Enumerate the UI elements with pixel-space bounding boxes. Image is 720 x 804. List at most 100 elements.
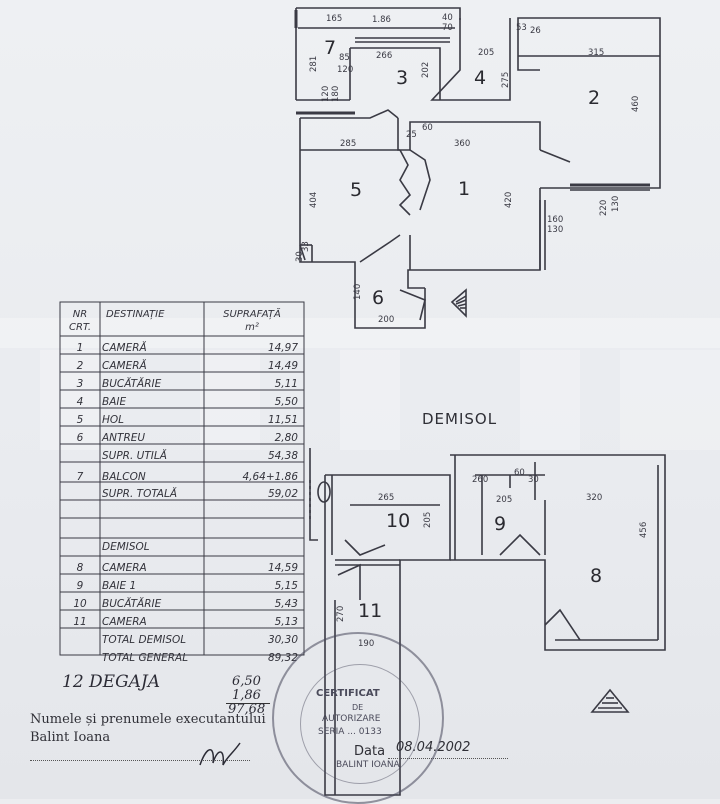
dimension-label: 205 — [496, 495, 512, 505]
row-destinatie: BUCĂTĂRIE — [102, 378, 162, 390]
dimension-label: 266 — [376, 51, 392, 61]
row-suprafata: 30,30 — [267, 634, 298, 646]
table-row: 6 ANTREU 2,80 — [60, 429, 304, 448]
row-destinatie: SUPR. TOTALĂ — [102, 488, 177, 500]
header-destinatie: DESTINAȚIE — [106, 309, 165, 320]
dimension-label: 1.86 — [372, 15, 391, 25]
table-row: 8 CAMERA 14,59 — [60, 559, 304, 578]
dimension-label: 25 — [406, 130, 417, 140]
header-nr: NR — [72, 309, 88, 320]
dimension-label: 160 — [547, 215, 563, 225]
row-suprafata: 4,64+1.86 — [242, 471, 298, 483]
dimension-label: 205 — [423, 512, 433, 528]
row-destinatie: BAIE 1 — [102, 580, 137, 592]
stamp-line: SERIA ... 0133 — [318, 727, 382, 737]
room-number: 7 — [324, 37, 336, 59]
watermark — [200, 350, 260, 450]
dimension-label: 281 — [309, 56, 319, 72]
dimension-label: 53 — [516, 23, 527, 33]
room-number: 2 — [588, 87, 600, 109]
dimension-label: 130 — [611, 196, 621, 212]
dimension-label: 140 — [353, 284, 363, 300]
row-destinatie: CAMERA — [102, 562, 147, 574]
room-number: 8 — [590, 565, 602, 587]
room-number: 6 — [372, 287, 384, 309]
dimension-label: 60 — [422, 123, 433, 133]
dimension-label: 130 — [547, 225, 563, 235]
dimension-label: 265 — [378, 493, 394, 503]
dimension-label: 30 — [295, 251, 305, 262]
row-destinatie: DEMISOL — [102, 541, 150, 553]
dimension-label: 120 — [337, 65, 353, 75]
row-nr: 1 — [76, 342, 84, 354]
row-suprafata: 5,13 — [274, 616, 298, 628]
sum-line: 1,86 — [232, 688, 261, 703]
dimension-label: 315 — [588, 48, 604, 58]
row-destinatie: SUPR. UTILĂ — [102, 450, 167, 462]
demisol-label: DEMISOL — [422, 410, 498, 428]
degaja-note: 12 DEGAJA — [62, 672, 161, 692]
dimension-label: 30 — [528, 475, 539, 485]
row-suprafata: 5,11 — [274, 378, 298, 390]
dimension-label: 33 — [301, 241, 311, 252]
header-crt: CRT. — [68, 322, 92, 333]
dimension-label: 270 — [336, 606, 346, 622]
row-suprafata: 2,80 — [274, 432, 298, 444]
dimension-label: 205 — [478, 48, 494, 58]
dimension-label: 420 — [504, 192, 514, 208]
sum-line: 6,50 — [232, 674, 261, 689]
dimension-label: 320 — [586, 493, 602, 503]
header-unit: m² — [245, 322, 259, 333]
row-nr: 8 — [76, 562, 84, 574]
row-destinatie: ANTREU — [102, 432, 146, 444]
row-nr: 10 — [73, 598, 87, 610]
table-grid — [59, 301, 305, 656]
row-suprafata: 89,32 — [267, 652, 298, 664]
executant-label: Numele și prenumele executantului — [30, 712, 266, 727]
certification-stamp-inner — [300, 664, 420, 784]
row-destinatie: TOTAL GENERAL — [102, 652, 189, 664]
row-nr: 6 — [76, 432, 84, 444]
dimension-label: 165 — [326, 14, 342, 24]
row-destinatie: TOTAL DEMISOL — [102, 634, 187, 646]
row-suprafata: 14,59 — [267, 562, 298, 574]
row-destinatie: CAMERA — [102, 616, 147, 628]
stamp-title: CERTIFICAT — [316, 688, 380, 699]
watermark — [0, 318, 720, 348]
row-suprafata: 5,50 — [274, 396, 298, 408]
row-destinatie: BALCON — [102, 471, 146, 483]
dimension-label: 200 — [378, 315, 394, 325]
row-suprafata: 14,49 — [267, 360, 298, 372]
table-header: CRT. m² — [60, 319, 304, 338]
signature-line — [30, 760, 250, 761]
row-nr: 4 — [76, 396, 84, 408]
row-suprafata: 14,97 — [267, 342, 298, 354]
watermark — [40, 350, 100, 450]
stamp-line: AUTORIZARE — [322, 714, 381, 724]
stamp-line: DE — [352, 703, 364, 712]
table-row: TOTAL GENERAL 89,32 — [60, 649, 304, 668]
row-nr: 3 — [76, 378, 84, 390]
table-row: 3 BUCĂTĂRIE 5,11 — [60, 375, 304, 394]
row-nr: 9 — [76, 580, 84, 592]
room-number: 5 — [350, 179, 362, 201]
room-number: 11 — [358, 600, 382, 622]
watermark — [340, 350, 400, 450]
room-number: 10 — [386, 510, 410, 532]
dimension-label: 40 — [442, 13, 453, 23]
dimension-label: 404 — [309, 192, 319, 208]
table-header: NR DESTINAȚIE SUPRAFAȚĂ — [60, 306, 304, 325]
dimension-label: 85 — [339, 53, 350, 63]
room-number: 3 — [396, 67, 408, 89]
row-suprafata: 59,02 — [267, 488, 298, 500]
room-number: 4 — [474, 67, 486, 89]
table-row: DEMISOL — [60, 538, 304, 557]
row-destinatie: HOL — [102, 414, 125, 426]
